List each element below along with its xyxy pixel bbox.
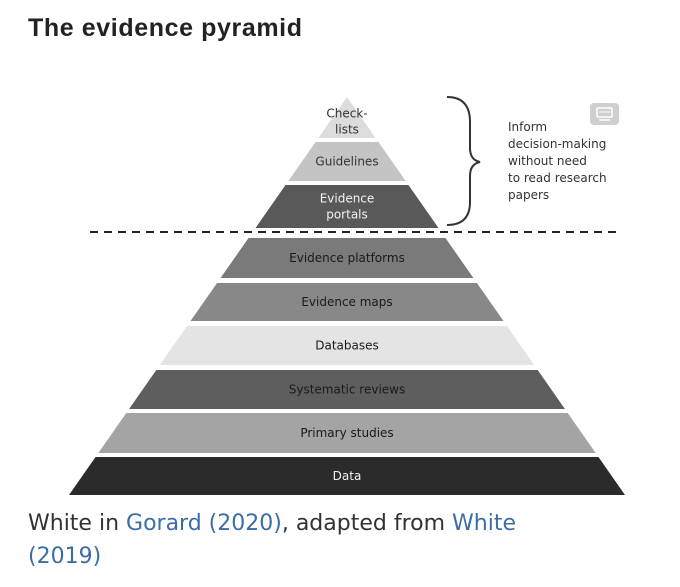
annotation-note: Inform decision-making without need to r… bbox=[508, 120, 607, 202]
tier-evidence-portals bbox=[255, 185, 439, 228]
tier-label-primary-studies: Primary studies bbox=[300, 426, 393, 440]
tier-primary-studies bbox=[98, 413, 596, 453]
annotation-line: to read research bbox=[508, 171, 607, 185]
tier-evidence-maps bbox=[190, 283, 504, 321]
white-link-text: White bbox=[452, 511, 517, 536]
curly-brace-icon bbox=[446, 96, 481, 226]
annotation-line: without need bbox=[508, 154, 587, 168]
tier-label-evidence-portals: Evidence bbox=[320, 192, 375, 206]
tier-databases bbox=[159, 326, 535, 365]
figure-caption: White in Gorard (2020), adapted from Whi… bbox=[28, 507, 628, 573]
tier-label-databases: Databases bbox=[315, 339, 379, 353]
annotation-line: papers bbox=[508, 188, 549, 202]
caption-prefix: White in bbox=[28, 511, 127, 536]
annotation-line: Inform bbox=[508, 120, 547, 134]
annotation-line: decision-making bbox=[508, 137, 606, 151]
tier-label-guidelines: Guidelines bbox=[315, 155, 378, 169]
tier-systematic-reviews bbox=[129, 370, 565, 409]
tier-evidence-platforms bbox=[220, 238, 474, 278]
white-link-year: (2019) bbox=[28, 544, 102, 569]
tier-label-checklists: lists bbox=[335, 123, 359, 137]
tier-label-evidence-platforms: Evidence platforms bbox=[289, 251, 405, 265]
tier-label-evidence-portals: portals bbox=[326, 208, 368, 222]
tier-label-data: Data bbox=[333, 469, 362, 483]
chat-box-icon[interactable] bbox=[590, 103, 619, 125]
page-title: The evidence pyramid bbox=[28, 14, 303, 42]
gorard-2020-link[interactable]: Gorard (2020) bbox=[126, 511, 282, 536]
white-2019-link[interactable]: White (2019) bbox=[28, 511, 516, 569]
tier-guidelines bbox=[288, 142, 406, 181]
caption-middle: , adapted from bbox=[281, 511, 453, 536]
tier-checklists bbox=[318, 97, 376, 138]
tier-label-evidence-maps: Evidence maps bbox=[301, 295, 392, 309]
tier-label-checklists: Check- bbox=[326, 107, 367, 121]
tier-data bbox=[69, 457, 625, 495]
tier-label-systematic-reviews: Systematic reviews bbox=[289, 383, 406, 397]
